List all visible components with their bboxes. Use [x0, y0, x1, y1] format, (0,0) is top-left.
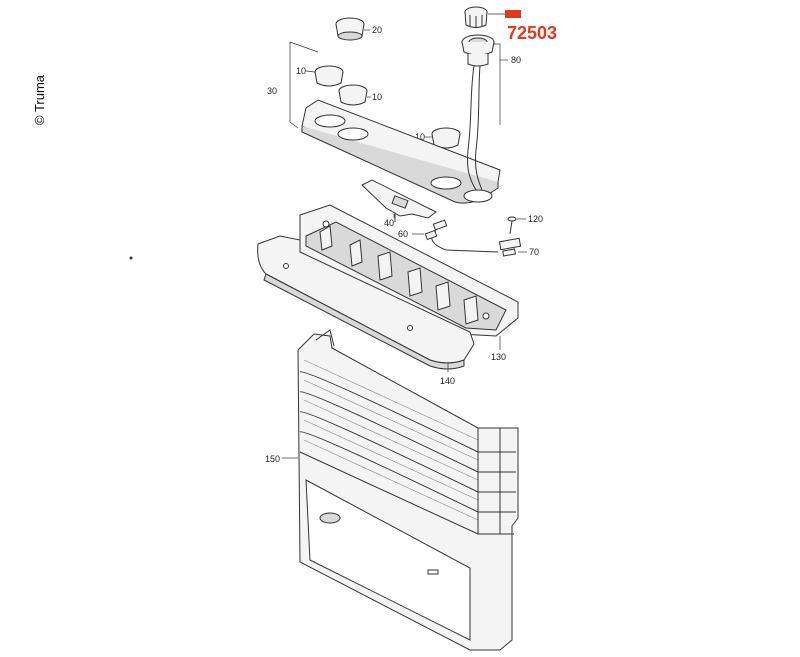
copyright-text: © Truma [32, 74, 47, 125]
callout-140: 140 [440, 376, 455, 386]
front-trim-140[interactable] [257, 235, 475, 370]
callout-150: 150 [265, 454, 280, 464]
callout-30: 30 [267, 86, 277, 96]
circuit-board-40[interactable] [361, 179, 437, 222]
knob-part[interactable] [464, 6, 488, 28]
grille-cover-150[interactable] [297, 329, 519, 651]
callout-80: 80 [511, 55, 521, 65]
callout-10-a: 10 [296, 66, 306, 76]
highlight-part-number[interactable]: 72503 [507, 23, 557, 43]
callout-70: 70 [529, 247, 539, 257]
part-20-cap[interactable] [335, 17, 365, 41]
callout-120: 120 [528, 214, 543, 224]
bezel-part-80[interactable] [461, 34, 495, 67]
callout-130: 130 [491, 352, 506, 362]
connector-70[interactable] [498, 237, 522, 257]
bezel-wire [467, 65, 477, 191]
bracket-30 [289, 41, 319, 129]
callout-20: 20 [372, 25, 382, 35]
frame-housing-130[interactable] [299, 204, 519, 337]
callout-40: 40 [384, 218, 394, 228]
screw-120[interactable] [507, 216, 517, 235]
part-10-cap-b[interactable] [338, 84, 368, 106]
highlight-badge[interactable] [505, 10, 521, 18]
control-panel-plate[interactable] [301, 99, 501, 204]
callout-10-b: 10 [372, 92, 382, 102]
part-10-cap-c[interactable] [431, 127, 461, 149]
callout-60: 60 [398, 229, 408, 239]
callout-10-c: 10 [415, 132, 425, 142]
part-10-cap-a[interactable] [314, 65, 344, 87]
